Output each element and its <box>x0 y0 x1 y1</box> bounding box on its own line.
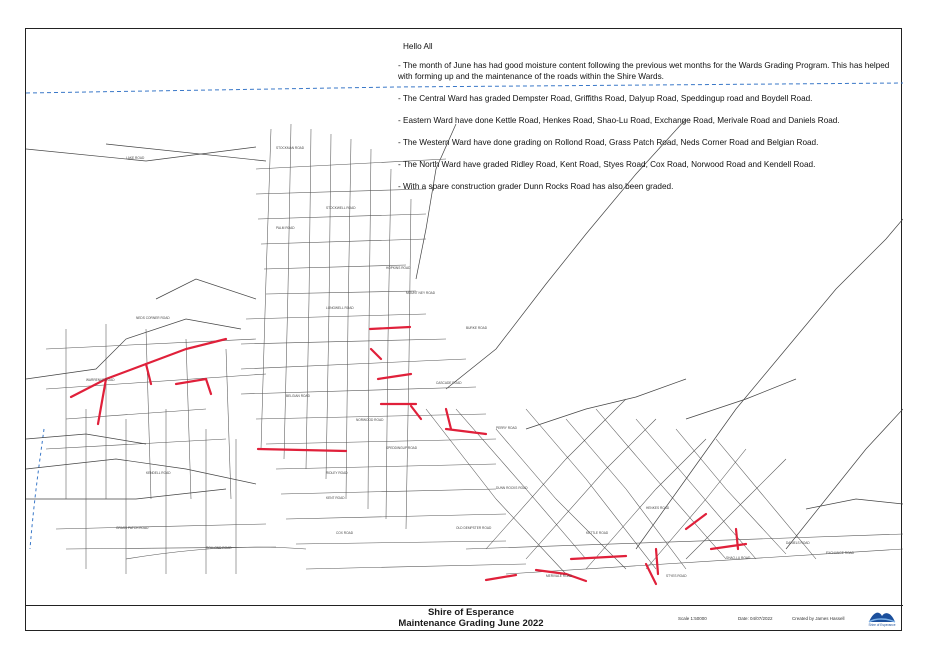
created-by-text: Created by James Hassell <box>792 616 845 621</box>
map-title: Shire of Esperance Maintenance Grading J… <box>386 607 556 629</box>
svg-text:KENT ROAD: KENT ROAD <box>326 496 345 500</box>
svg-text:NEDS CORNER ROAD: NEDS CORNER ROAD <box>136 316 170 320</box>
svg-text:KENDELL ROAD: KENDELL ROAD <box>146 471 171 475</box>
svg-text:STYES ROAD: STYES ROAD <box>666 574 687 578</box>
graded-road-central-8 <box>444 427 488 436</box>
graded-road-south-2 <box>534 568 588 583</box>
svg-text:LAKE ROAD: LAKE ROAD <box>126 156 145 160</box>
south-east-road-grid <box>45 398 903 575</box>
notes-paragraph: - The month of June has had good moistur… <box>398 61 890 81</box>
graded-road-west-1 <box>69 337 228 399</box>
svg-text:PERRY ROAD: PERRY ROAD <box>496 426 518 430</box>
svg-text:KETTLE ROAD: KETTLE ROAD <box>586 531 609 535</box>
graded-road-south-3 <box>569 554 628 561</box>
logo-icon <box>868 612 896 623</box>
central-road-grid <box>240 123 527 570</box>
svg-text:DUNN ROCKS ROAD: DUNN ROCKS ROAD <box>496 486 528 490</box>
svg-text:BURKE ROAD: BURKE ROAD <box>466 326 488 330</box>
graded-road-central-4 <box>376 372 413 381</box>
graded-road-south-1 <box>484 573 518 582</box>
graded-road-south-8 <box>654 547 660 576</box>
graded-road-south-5 <box>684 512 708 531</box>
svg-text:STOCKWELL ROAD: STOCKWELL ROAD <box>326 206 356 210</box>
svg-text:BELGIAN ROAD: BELGIAN ROAD <box>286 394 311 398</box>
graded-road-central-1 <box>256 447 348 453</box>
shire-logo: Shire of Esperance <box>867 608 897 630</box>
graded-roads <box>69 325 748 586</box>
svg-text:WARRENUP ROAD: WARRENUP ROAD <box>86 378 115 382</box>
graded-road-central-3 <box>369 347 383 361</box>
svg-text:COX ROAD: COX ROAD <box>336 531 354 535</box>
map-sheet: LAKE ROAD STOCKMAN ROAD STOCKWELL ROAD P… <box>25 28 903 632</box>
title-block: Shire of Esperance Maintenance Grading J… <box>26 605 903 632</box>
svg-text:EXCHANGE ROAD: EXCHANGE ROAD <box>826 551 855 555</box>
svg-text:SHAO-LU ROAD: SHAO-LU ROAD <box>726 556 751 560</box>
west-coast-line <box>29 428 45 550</box>
graded-road-central-2 <box>368 325 412 331</box>
road-labels: LAKE ROAD STOCKMAN ROAD STOCKWELL ROAD P… <box>86 146 855 578</box>
logo-text: Shire of Esperance <box>868 623 896 627</box>
svg-text:NORWOOD ROAD: NORWOOD ROAD <box>356 418 384 422</box>
svg-text:ROLLOND ROAD: ROLLOND ROAD <box>206 546 232 550</box>
notes-paragraph: - The Central Ward has graded Dempster R… <box>398 94 813 103</box>
svg-text:MERIVALE ROAD: MERIVALE ROAD <box>546 574 573 578</box>
graded-road-south-7 <box>734 527 740 551</box>
shire-boundary-line <box>26 82 903 94</box>
graded-road-central-7 <box>444 407 453 431</box>
map-title-line1: Shire of Esperance <box>427 607 515 618</box>
scale-text: Scale 1:50000 <box>678 616 707 621</box>
notes-paragraph: - The North Ward have graded Ridley Road… <box>398 160 816 169</box>
graded-road-south-4 <box>644 562 658 586</box>
notes-paragraph: - With a spare construction grader Dunn … <box>398 182 674 191</box>
road-map: LAKE ROAD STOCKMAN ROAD STOCKWELL ROAD P… <box>26 82 903 586</box>
notes-paragraph: - Eastern Ward have done Kettle Road, He… <box>398 116 840 125</box>
notes-panel: Hello All - The month of June has had go… <box>398 41 896 203</box>
graded-road-central-6 <box>409 404 423 421</box>
graded-road-west-2 <box>96 377 108 426</box>
svg-text:PALM ROAD: PALM ROAD <box>276 226 295 230</box>
svg-text:SPEDDINGUP ROAD: SPEDDINGUP ROAD <box>386 446 418 450</box>
notes-greeting: Hello All <box>403 42 433 51</box>
svg-text:CASCADE ROAD: CASCADE ROAD <box>436 381 462 385</box>
svg-text:LONGWELL ROAD: LONGWELL ROAD <box>326 306 354 310</box>
map-title-line2: Maintenance Grading June 2022 <box>398 618 544 629</box>
notes-paragraph: - The Western Ward have done grading on … <box>398 138 819 147</box>
outer-roads <box>26 118 903 550</box>
svg-text:RIDLEY ROAD: RIDLEY ROAD <box>326 471 348 475</box>
svg-text:OLD DEMPSTER ROAD: OLD DEMPSTER ROAD <box>456 526 492 530</box>
date-text: Date: 04/07/2022 <box>738 616 773 621</box>
graded-road-west-4 <box>174 377 208 386</box>
svg-text:HOPKINS ROAD: HOPKINS ROAD <box>386 266 411 270</box>
svg-text:STOCKMAN ROAD: STOCKMAN ROAD <box>276 146 305 150</box>
svg-text:MOUNT NEY ROAD: MOUNT NEY ROAD <box>406 291 436 295</box>
svg-text:HENKES ROAD: HENKES ROAD <box>646 506 670 510</box>
svg-text:GRASS PATCH ROAD: GRASS PATCH ROAD <box>116 526 149 530</box>
graded-road-south-6 <box>709 542 748 551</box>
graded-road-west-5 <box>204 377 213 396</box>
graded-road-west-3 <box>144 362 153 386</box>
svg-text:DANIELS ROAD: DANIELS ROAD <box>786 541 810 545</box>
